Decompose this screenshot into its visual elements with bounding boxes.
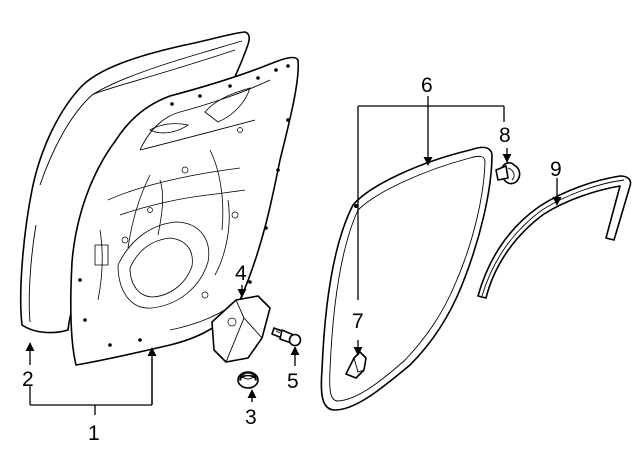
part-4-bracket bbox=[211, 295, 271, 363]
part-3-plug bbox=[237, 371, 259, 389]
part-5-bolt bbox=[271, 327, 302, 347]
callout-4: 4 bbox=[235, 262, 247, 285]
callout-8: 8 bbox=[499, 124, 511, 147]
callout-6: 6 bbox=[421, 74, 433, 97]
callout-2: 2 bbox=[22, 368, 34, 391]
part-7-clip bbox=[345, 351, 367, 379]
callout-9: 9 bbox=[550, 158, 562, 181]
callout-7: 7 bbox=[352, 310, 364, 333]
part-6-weatherstrip bbox=[320, 146, 493, 411]
part-8-push-clip bbox=[495, 162, 521, 185]
callout-5: 5 bbox=[287, 370, 299, 393]
leader-lines bbox=[25, 96, 562, 415]
callout-1: 1 bbox=[88, 422, 100, 445]
callout-3: 3 bbox=[245, 406, 257, 429]
part-9-run-channel bbox=[477, 175, 632, 299]
